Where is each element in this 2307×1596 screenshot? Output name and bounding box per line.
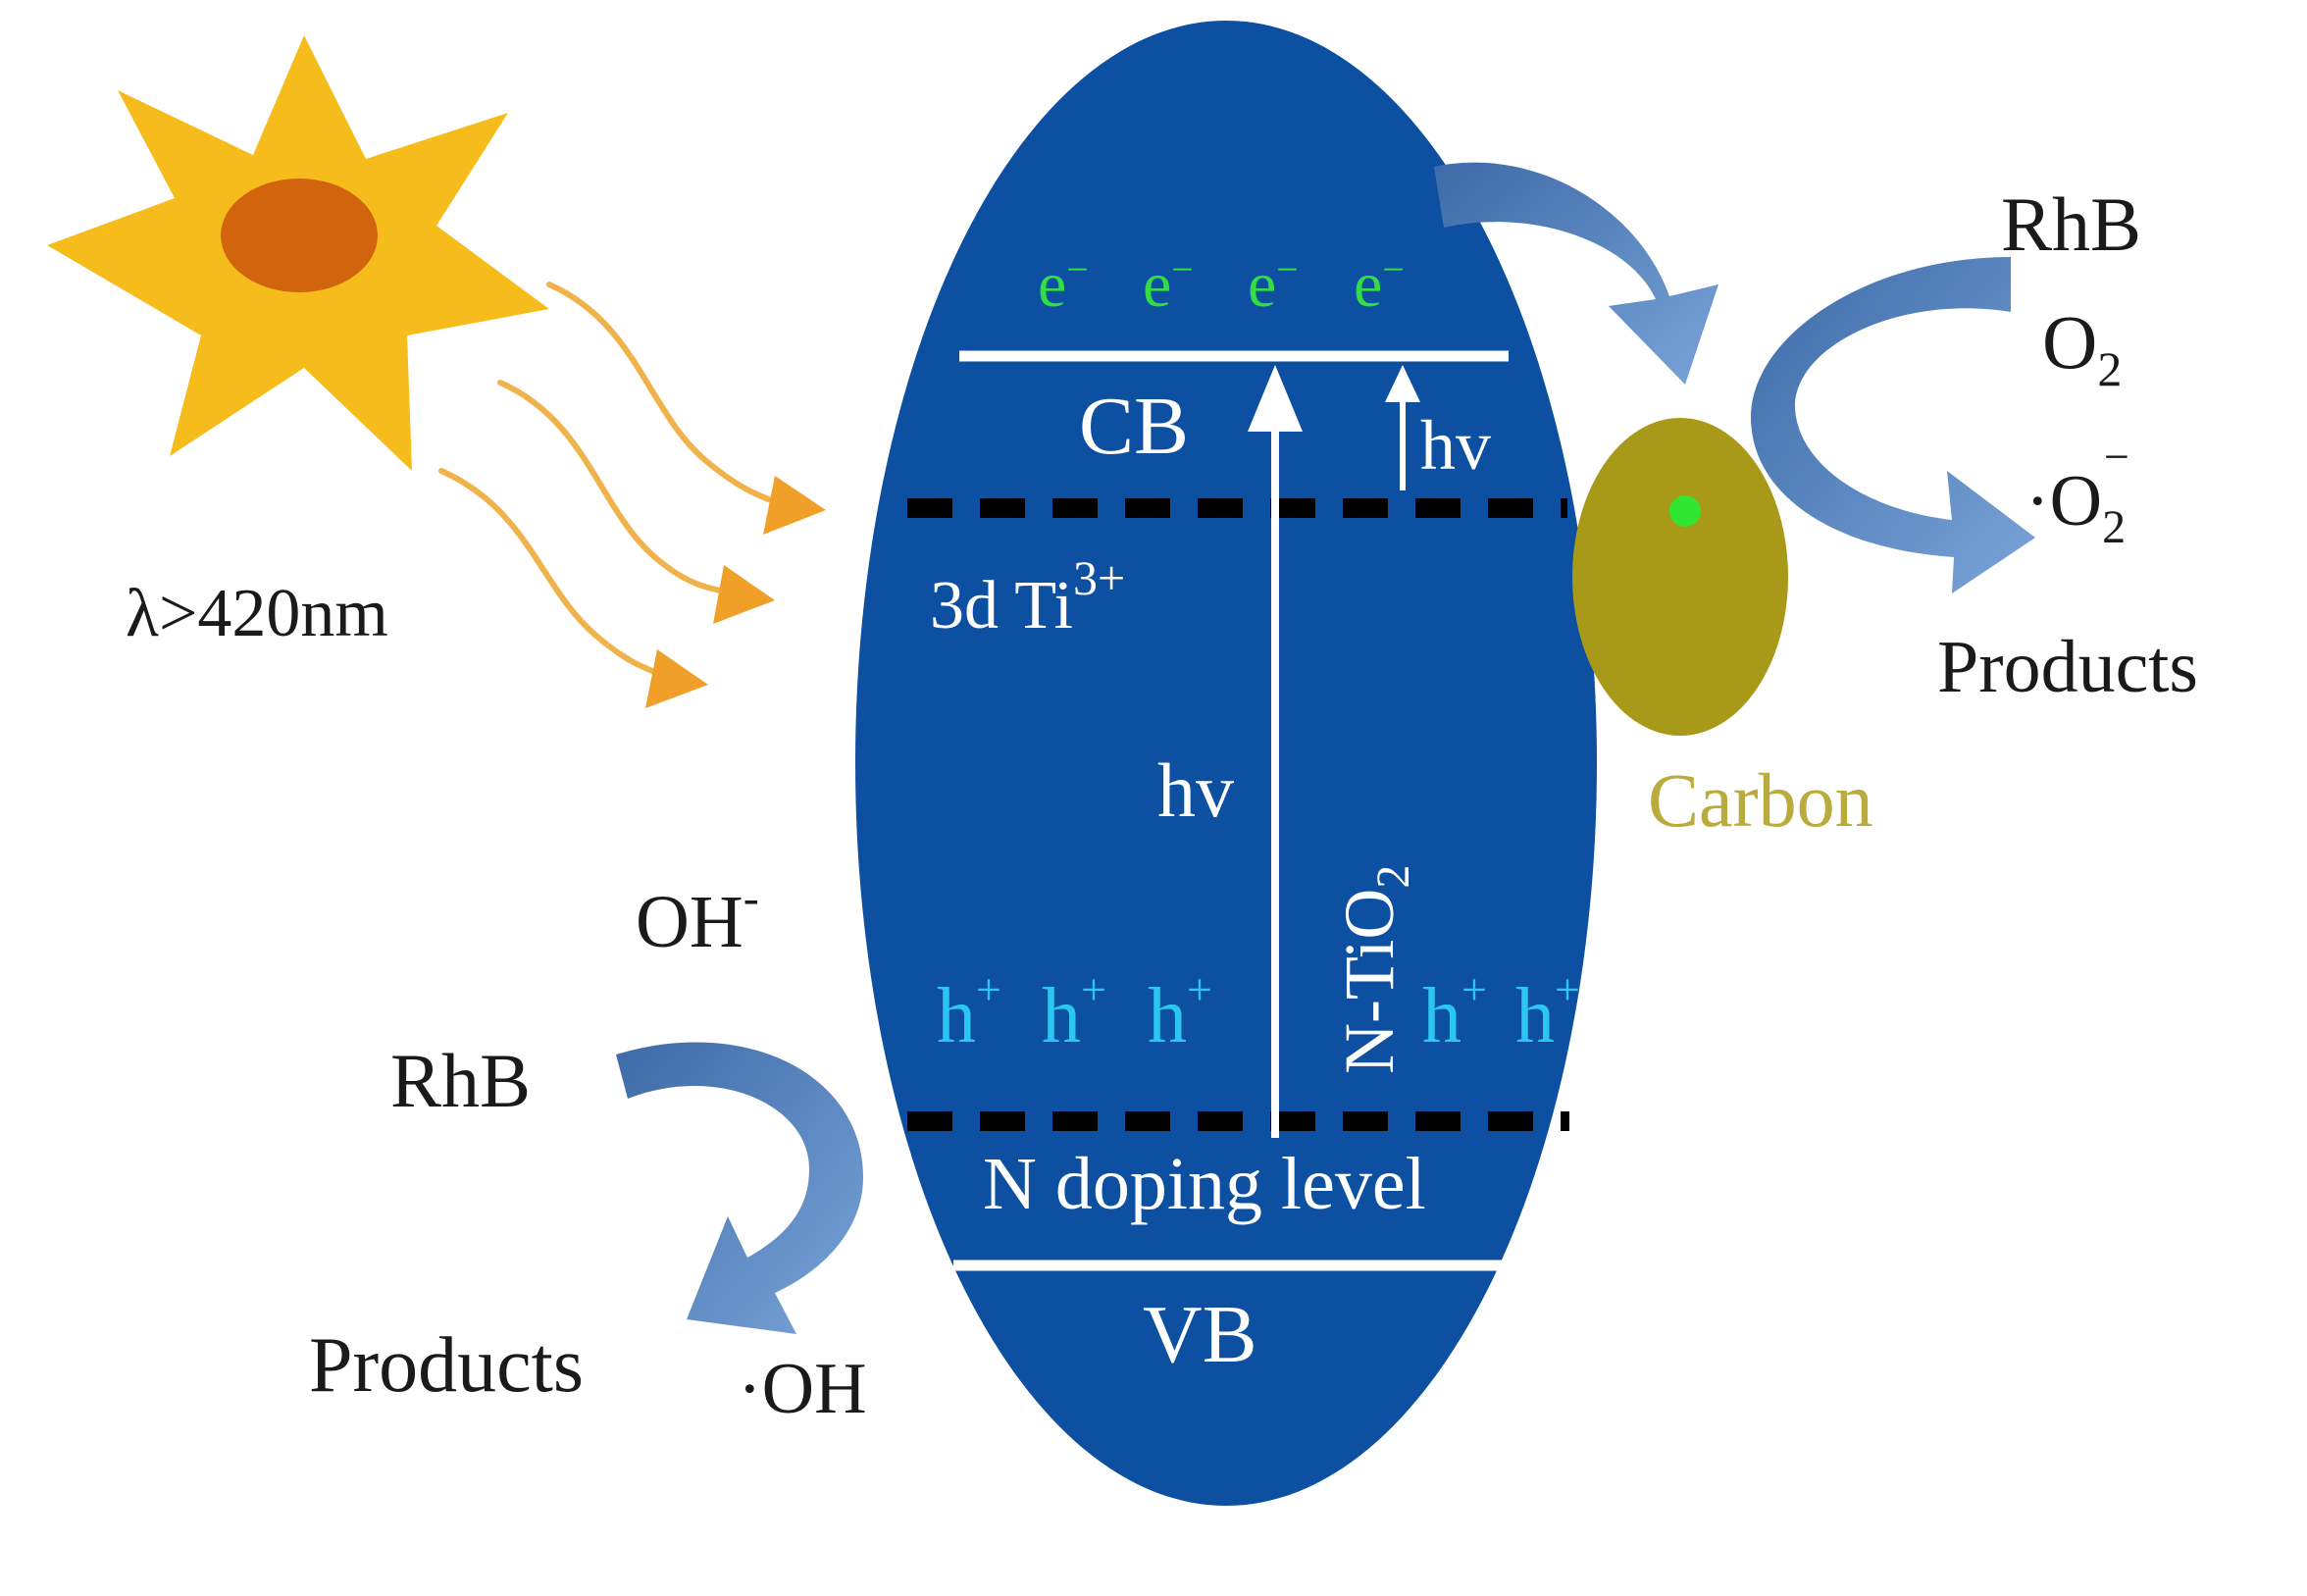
rhb-right-label: RhB (2001, 181, 2141, 267)
holes: h+ h+ h+ h+ h+ (937, 964, 1580, 1059)
electron-4: e− (1354, 247, 1405, 321)
right-reaction-arrow (1751, 257, 2035, 593)
arrow-head-3 (645, 649, 708, 708)
products-right-label: Products (1937, 626, 2198, 708)
hole-3: h+ (1148, 964, 1212, 1059)
hole-2: h+ (1042, 964, 1106, 1059)
hv-main-label: hv (1157, 747, 1234, 833)
main-excitation-arrow (1248, 365, 1303, 1138)
sun-core (221, 179, 378, 292)
sun-icon (47, 35, 549, 471)
rhb-left-label: RhB (390, 1038, 531, 1123)
wavelength-label: λ>420nm (126, 576, 388, 651)
light-ray-1 (546, 282, 788, 508)
oh-minus-label: OH- (636, 872, 759, 963)
carbon-particle (1572, 418, 1788, 736)
electron-3: e− (1248, 247, 1299, 321)
left-reaction-arrow (616, 1042, 863, 1334)
n-doping-level-label: N doping level (983, 1143, 1426, 1225)
light-ray-3 (438, 468, 670, 680)
superoxide-label: ·O2− (2025, 432, 2129, 553)
hv-small-label: hv (1420, 406, 1491, 485)
electron-2: e− (1143, 247, 1194, 321)
carbon-active-site (1669, 495, 1701, 527)
cb-label: CB (1079, 381, 1189, 472)
hole-1: h+ (937, 964, 1001, 1059)
arrow-head-1 (763, 476, 826, 535)
arrow-head-2 (713, 565, 775, 624)
o2-label: O2 (2042, 299, 2122, 396)
electron-1: e− (1038, 247, 1089, 321)
small-excitation-arrow (1385, 365, 1420, 490)
carbon-label: Carbon (1648, 757, 1873, 843)
hole-5: h+ (1515, 964, 1580, 1059)
oh-radical-label: ·OH (738, 1349, 867, 1429)
electron-transfer-arrow (1434, 162, 1718, 385)
electrons: e− e− e− e− (1038, 247, 1405, 321)
vb-label: VB (1143, 1289, 1257, 1380)
ti3-label: 3d Ti3+ (930, 550, 1125, 644)
products-left-label: Products (309, 1322, 584, 1409)
light-ray-2 (497, 380, 739, 596)
light-ray-heads (645, 476, 826, 708)
light-rays (438, 282, 788, 680)
ntio2-label: N-TiO2 (1330, 865, 1419, 1074)
hole-4: h+ (1422, 964, 1487, 1059)
